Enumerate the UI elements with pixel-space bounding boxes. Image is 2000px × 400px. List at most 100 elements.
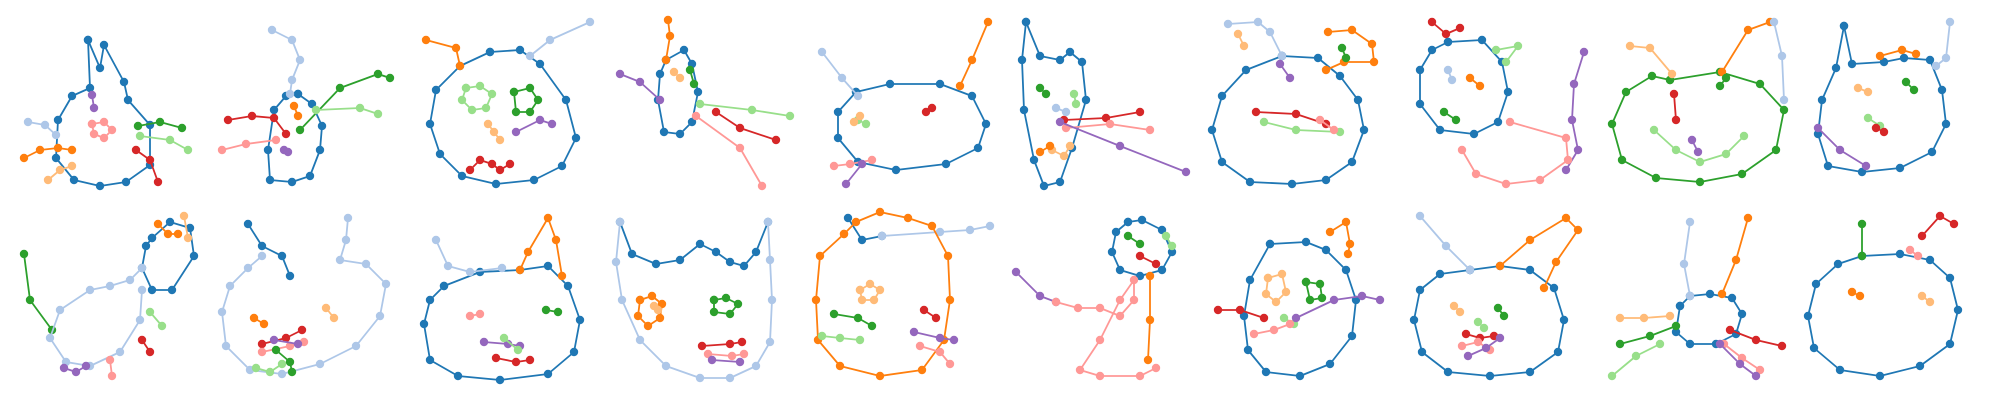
stroke-point [817, 47, 827, 57]
stroke-point [1409, 315, 1419, 325]
stroke-point [51, 130, 61, 140]
stroke-point [543, 261, 553, 271]
stroke-point [51, 153, 61, 163]
stroke-point [81, 361, 91, 371]
stroke-point [1325, 227, 1335, 237]
stroke-point [707, 355, 717, 365]
stroke-point [269, 335, 279, 345]
stroke-point [1275, 59, 1285, 69]
stroke-point [785, 111, 795, 121]
stroke-light_blue [435, 239, 503, 273]
stroke-point [43, 175, 53, 185]
stroke-point [857, 159, 867, 169]
stroke-point [651, 259, 661, 269]
stroke-point [1251, 107, 1261, 117]
stroke-point [751, 247, 761, 257]
stroke-point [295, 125, 305, 135]
stroke-point [685, 65, 695, 75]
stroke-point [955, 81, 965, 91]
stroke-point [153, 177, 163, 187]
stroke-point [431, 85, 441, 95]
stroke-point [1743, 213, 1753, 223]
stroke-point [295, 55, 305, 65]
stroke-point [1017, 55, 1027, 65]
stroke-point [133, 121, 143, 131]
stroke-point [1041, 89, 1051, 99]
stroke-point [1035, 51, 1045, 61]
stroke-point [691, 111, 701, 121]
stroke-point [1495, 261, 1505, 271]
stroke-point [697, 341, 707, 351]
stroke-point [105, 355, 115, 365]
stroke-point [381, 279, 391, 289]
stroke-point [1941, 53, 1951, 63]
stroke-point [1901, 77, 1911, 87]
stroke-point [487, 159, 497, 169]
stroke-point [965, 225, 975, 235]
stroke-point [1223, 19, 1233, 29]
sketch-16 [1011, 215, 1177, 381]
stroke-point [439, 281, 449, 291]
stroke-point [1551, 257, 1561, 267]
stroke-point [655, 313, 665, 323]
stroke-point [1485, 371, 1495, 381]
stroke-point [1705, 289, 1715, 299]
stroke-point [1375, 295, 1385, 305]
stroke-point [1051, 103, 1061, 113]
stroke-point [147, 285, 157, 295]
stroke-point [1123, 217, 1133, 227]
stroke-point [693, 87, 703, 97]
stroke-point [1469, 129, 1479, 139]
sketch-9 [1607, 17, 1789, 187]
stroke-point [263, 145, 273, 155]
stroke-point [1879, 57, 1889, 67]
stroke-point [289, 101, 299, 111]
stroke-point [771, 135, 781, 145]
stroke-point [927, 221, 937, 231]
stroke-point [943, 251, 953, 261]
stroke-point [711, 107, 721, 117]
stroke-point [919, 305, 929, 315]
stroke-point [257, 251, 267, 261]
stroke-point [721, 293, 731, 303]
stroke-point [1857, 251, 1867, 261]
stroke-light_blue [1683, 221, 1691, 297]
stroke-point [1693, 147, 1703, 157]
stroke-point [1717, 289, 1727, 299]
stroke-point [271, 135, 281, 145]
stroke-point [1685, 217, 1695, 227]
stroke-point [533, 95, 543, 105]
stroke-point [1847, 59, 1857, 69]
stroke-point [1871, 123, 1881, 133]
stroke-point [435, 149, 445, 159]
stroke-point [1621, 87, 1631, 97]
stroke-point [1115, 311, 1125, 321]
stroke-blue [1675, 293, 1743, 345]
stroke-point [1897, 45, 1907, 55]
stroke-point [935, 79, 945, 89]
stroke-point [1817, 95, 1827, 105]
stroke-point [1341, 217, 1351, 227]
stroke-point [285, 357, 295, 367]
stroke-point [1443, 37, 1453, 47]
stroke-point [569, 347, 579, 357]
stroke-point [627, 249, 637, 259]
stroke-orange [959, 21, 989, 87]
stroke-point [1317, 293, 1327, 303]
stroke-point [311, 105, 321, 115]
stroke-point [1291, 125, 1301, 135]
stroke-point [1347, 331, 1357, 341]
stroke-point [1479, 323, 1489, 333]
stroke-point [1687, 135, 1697, 145]
stroke-purple [1015, 271, 1057, 303]
stroke-point [475, 81, 485, 91]
stroke-point [513, 345, 523, 355]
stroke-point [1931, 61, 1941, 71]
stroke-point [251, 363, 261, 373]
stroke-point [167, 285, 177, 295]
stroke-red [715, 111, 777, 141]
stroke-point [1287, 179, 1297, 189]
stroke-point [1073, 303, 1083, 313]
stroke-point [1879, 127, 1889, 137]
stroke-point [293, 89, 303, 99]
